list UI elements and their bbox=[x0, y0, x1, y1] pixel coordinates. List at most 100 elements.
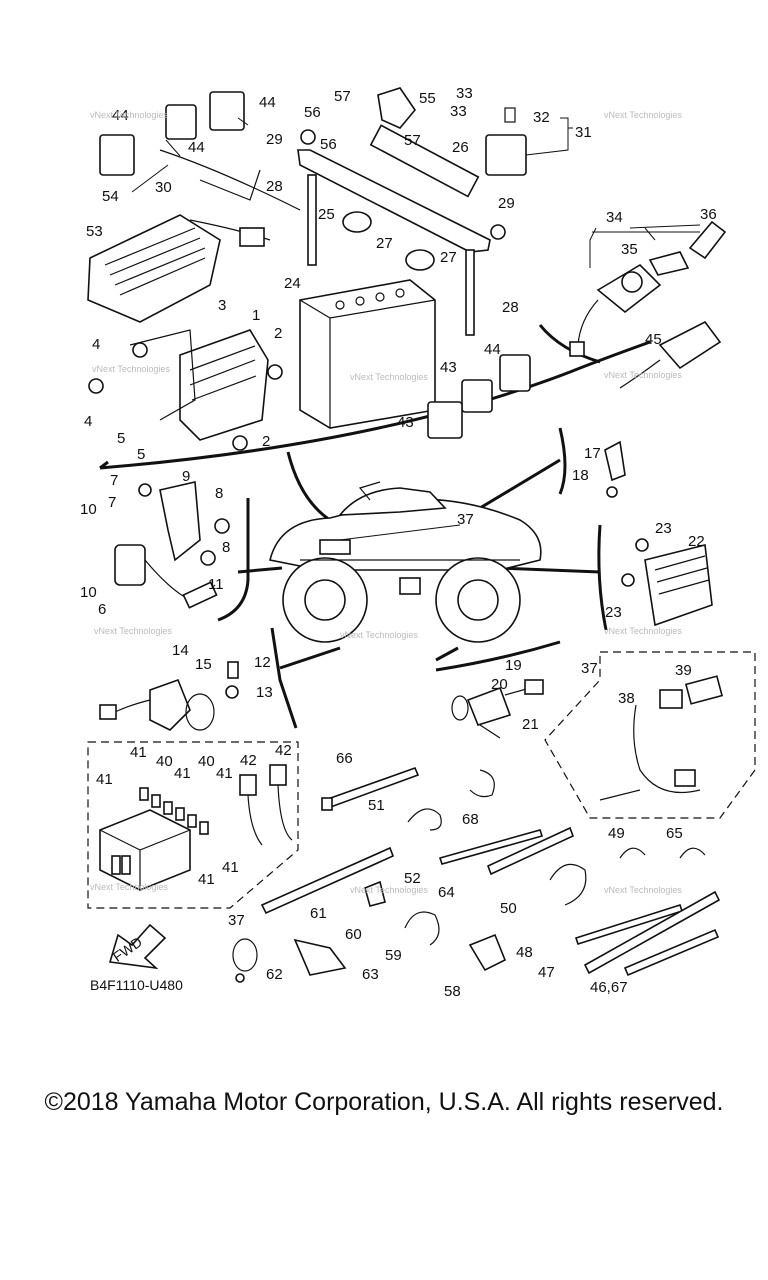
callout-4: 4 bbox=[84, 413, 92, 430]
callout-9: 9 bbox=[182, 468, 190, 485]
copyright-notice: ©2018 Yamaha Motor Corporation, U.S.A. A… bbox=[44, 1088, 724, 1116]
callout-57: 57 bbox=[334, 88, 351, 105]
top-parts-group bbox=[87, 87, 531, 451]
callout-5: 5 bbox=[117, 430, 125, 447]
callout-52: 52 bbox=[404, 870, 421, 887]
watermark: vNext Technologies bbox=[604, 110, 682, 120]
callout-23: 23 bbox=[605, 604, 622, 621]
callout-18: 18 bbox=[572, 467, 589, 484]
callout-numbers: 1 2 2 3 4 4 5 5 6 7 7 8 8 9 10 10 11 12 … bbox=[80, 85, 717, 1000]
callout-46-67: 46,67 bbox=[590, 979, 628, 996]
callout-23: 23 bbox=[655, 520, 672, 537]
callout-31: 31 bbox=[575, 124, 592, 141]
watermark: vNext Technologies bbox=[90, 882, 168, 892]
callout-57: 57 bbox=[404, 132, 421, 149]
callout-40: 40 bbox=[156, 753, 173, 770]
section-dividers bbox=[99, 324, 651, 729]
callout-50: 50 bbox=[500, 900, 517, 917]
callout-56: 56 bbox=[320, 136, 337, 153]
callout-22: 22 bbox=[688, 533, 705, 550]
fwd-arrow-icon: FWD bbox=[108, 923, 167, 970]
callout-37: 37 bbox=[228, 912, 245, 929]
callout-47: 47 bbox=[538, 964, 555, 981]
callout-64: 64 bbox=[438, 884, 455, 901]
callout-45: 45 bbox=[645, 331, 662, 348]
callout-37: 37 bbox=[457, 511, 474, 528]
callout-58: 58 bbox=[444, 983, 461, 1000]
callout-42: 42 bbox=[240, 752, 257, 769]
watermark: vNext Technologies bbox=[604, 885, 682, 895]
callout-41: 41 bbox=[198, 871, 215, 888]
callout-43: 43 bbox=[440, 359, 457, 376]
callout-6: 6 bbox=[98, 601, 106, 618]
callout-25: 25 bbox=[318, 206, 335, 223]
callout-10: 10 bbox=[80, 584, 97, 601]
callout-21: 21 bbox=[522, 716, 539, 733]
watermark: vNext Technologies bbox=[92, 364, 170, 374]
callout-48: 48 bbox=[516, 944, 533, 961]
callout-65: 65 bbox=[666, 825, 683, 842]
harness-dashed-box bbox=[544, 651, 756, 819]
callout-49: 49 bbox=[608, 825, 625, 842]
callout-15: 15 bbox=[195, 656, 212, 673]
callout-61: 61 bbox=[310, 905, 327, 922]
callout-44: 44 bbox=[484, 341, 501, 358]
callout-24: 24 bbox=[284, 275, 301, 292]
watermark: vNext Technologies bbox=[350, 885, 428, 895]
callout-33: 33 bbox=[456, 85, 473, 102]
callout-66: 66 bbox=[336, 750, 353, 767]
regulator-group bbox=[621, 538, 713, 627]
ignition-coil-group bbox=[114, 481, 230, 609]
callout-12: 12 bbox=[254, 654, 271, 671]
callout-27: 27 bbox=[376, 235, 393, 252]
callout-44: 44 bbox=[112, 107, 129, 124]
callout-41: 41 bbox=[174, 765, 191, 782]
watermark: vNext Technologies bbox=[350, 372, 428, 382]
callout-3: 3 bbox=[218, 297, 226, 314]
callout-44: 44 bbox=[188, 139, 205, 156]
callout-19: 19 bbox=[505, 657, 522, 674]
callout-8: 8 bbox=[222, 539, 230, 556]
callout-62: 62 bbox=[266, 966, 283, 983]
callout-38: 38 bbox=[618, 690, 635, 707]
callout-26: 26 bbox=[452, 139, 469, 156]
callout-55: 55 bbox=[419, 90, 436, 107]
callout-34: 34 bbox=[606, 209, 623, 226]
callout-54: 54 bbox=[102, 188, 119, 205]
diagram-code: B4F1110-U480 bbox=[90, 977, 183, 993]
sensor-group bbox=[99, 661, 239, 731]
callout-17: 17 bbox=[584, 445, 601, 462]
speed-sensor-group bbox=[451, 679, 544, 739]
callout-7: 7 bbox=[108, 494, 116, 511]
watermark: vNext Technologies bbox=[340, 630, 418, 640]
callout-28: 28 bbox=[266, 178, 283, 195]
watermarks: vNext Technologies vNext Technologies vN… bbox=[90, 110, 682, 895]
callout-60: 60 bbox=[345, 926, 362, 943]
fuse-holder-box bbox=[87, 741, 299, 909]
clamps-and-ties bbox=[232, 766, 721, 983]
callout-28: 28 bbox=[502, 299, 519, 316]
callout-39: 39 bbox=[675, 662, 692, 679]
callout-7: 7 bbox=[110, 472, 118, 489]
callout-53: 53 bbox=[86, 223, 103, 240]
callout-32: 32 bbox=[533, 109, 550, 126]
callout-35: 35 bbox=[621, 241, 638, 258]
callout-68: 68 bbox=[462, 811, 479, 828]
watermark: vNext Technologies bbox=[90, 110, 168, 120]
callout-1: 1 bbox=[252, 307, 260, 324]
callout-43: 43 bbox=[397, 414, 414, 431]
watermark: vNext Technologies bbox=[604, 626, 682, 636]
callout-14: 14 bbox=[172, 642, 189, 659]
watermark: vNext Technologies bbox=[604, 370, 682, 380]
callout-2: 2 bbox=[262, 433, 270, 450]
callout-30: 30 bbox=[155, 179, 172, 196]
callout-10: 10 bbox=[80, 501, 97, 518]
callout-13: 13 bbox=[256, 684, 273, 701]
callout-2: 2 bbox=[274, 325, 282, 342]
callout-41: 41 bbox=[222, 859, 239, 876]
callout-5: 5 bbox=[137, 446, 145, 463]
callout-41: 41 bbox=[96, 771, 113, 788]
callout-44: 44 bbox=[259, 94, 276, 111]
atv-illustration bbox=[269, 481, 542, 643]
